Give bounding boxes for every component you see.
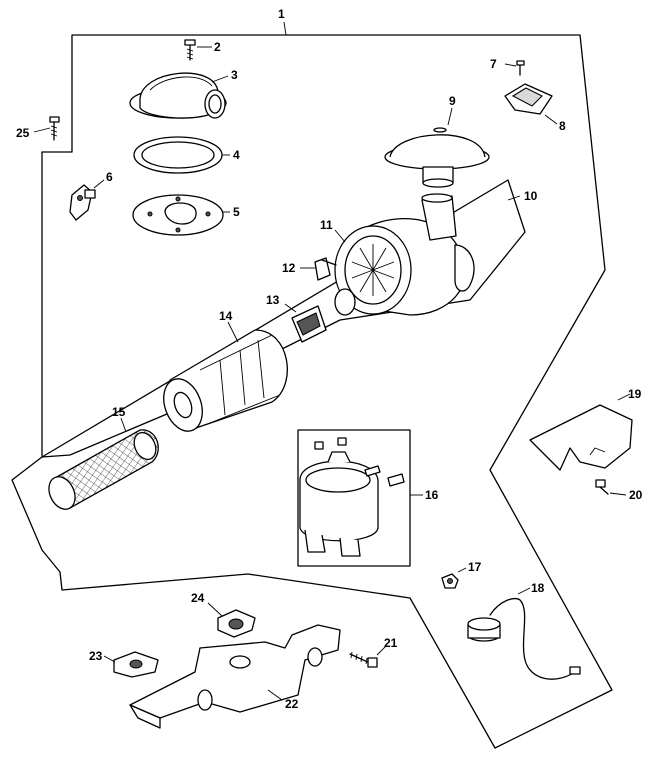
callout-11: 11: [320, 218, 333, 232]
callout-13: 13: [266, 293, 280, 307]
callout-15: 15: [112, 405, 126, 419]
kit-boundary-outline: [11, 34, 613, 749]
screw-part-25: [49, 116, 60, 141]
callout-labels: 1 2 3 4 5 6 7 8 9 10 11 12 13 14 15 16 1…: [16, 7, 643, 711]
callout-21: 21: [384, 636, 398, 650]
bracket-part-19: [529, 404, 633, 471]
clip-part-12: [314, 257, 337, 281]
callout-5: 5: [233, 205, 240, 219]
callout-18: 18: [531, 581, 545, 595]
gasket-part-4: [133, 136, 223, 174]
callout-2: 2: [214, 40, 221, 54]
secondary-filter-part-15: [48, 429, 159, 510]
callout-8: 8: [559, 119, 566, 133]
bolt-part-21: [349, 651, 378, 668]
inlet-hood-part-3: [129, 72, 227, 119]
callout-24: 24: [191, 591, 205, 605]
callout-25: 25: [16, 126, 30, 140]
callout-6: 6: [106, 170, 113, 184]
bracket-part-6: [69, 184, 96, 221]
screw-part-7: [516, 60, 525, 76]
plate-part-5: [132, 194, 224, 236]
callout-16: 16: [425, 488, 439, 502]
callout-10: 10: [524, 189, 538, 203]
gasket-part-24: [217, 609, 256, 638]
callout-12: 12: [282, 261, 296, 275]
screw-part-2: [184, 39, 196, 61]
intake-manifold-part-22: [129, 624, 341, 729]
callout-4: 4: [233, 148, 240, 162]
gasket-part-23: [113, 651, 159, 678]
leader-lines: [33, 21, 631, 701]
callout-20: 20: [629, 488, 643, 502]
callout-9: 9: [449, 94, 456, 108]
callout-14: 14: [219, 309, 233, 323]
air-cleaner-body-part-10: [334, 193, 475, 316]
sensor-part-18: [467, 597, 581, 680]
primary-filter-part-14: [163, 329, 288, 432]
vacuator-valve-part-13: [291, 305, 327, 343]
callout-1: 1: [278, 7, 285, 21]
screw-part-20: [595, 479, 609, 495]
callout-22: 22: [285, 697, 299, 711]
callout-19: 19: [628, 387, 642, 401]
precleaner-bowl-part-9: [384, 127, 490, 188]
band-clamp-part-16: [299, 437, 405, 557]
callout-23: 23: [89, 649, 103, 663]
valve-part-8: [504, 83, 553, 115]
callout-7: 7: [490, 57, 497, 71]
nut-part-17: [441, 573, 459, 589]
band-clamp-box: [297, 429, 411, 567]
callout-17: 17: [468, 560, 482, 574]
callout-3: 3: [231, 68, 238, 82]
